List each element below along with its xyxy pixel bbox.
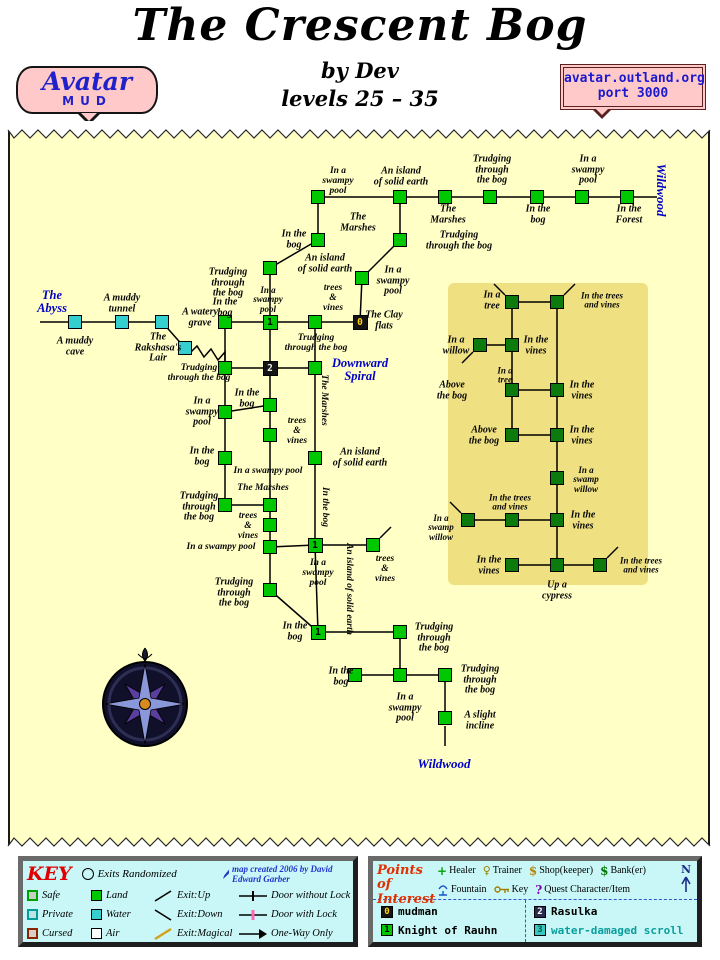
byline: by Dev [321, 58, 399, 83]
map-credit-text: map created 2006 by David Edward Garber [232, 863, 333, 884]
cursed-label: Cursed [42, 928, 73, 939]
door-with-lock-label: Door with Lock [271, 909, 337, 920]
server-host-text: avatar.outland.org [564, 71, 705, 86]
shopkeeper-label: Shop(keeper) [539, 865, 594, 876]
key-icon [493, 886, 509, 893]
exit-up-icon [154, 889, 172, 902]
trainer-label: Trainer [492, 865, 522, 876]
banker-label: Bank(er) [610, 865, 646, 876]
avatar-mud-badge: Avatar MUD [16, 66, 158, 125]
poi-number-3: 3 [534, 924, 546, 937]
key-poi-label: Key [511, 884, 529, 895]
key-legend-panel: KEY Exits Randomized map created 2006 by… [18, 856, 358, 947]
svg-text:N: N [681, 863, 691, 876]
compass-rose-icon [102, 647, 188, 747]
fountain-label: Fountain [451, 884, 487, 895]
exits-randomized-icon [81, 868, 94, 880]
mud-badge-text: MUD [62, 94, 112, 108]
exit-down-icon [154, 908, 172, 921]
quest-label: Quest Character/Item [544, 884, 631, 895]
healer-label: Healer [449, 865, 476, 876]
one-way-label: One-Way Only [271, 928, 333, 939]
avatar-badge-text: Avatar [41, 67, 133, 96]
levels-text: levels 25 – 35 [281, 86, 439, 111]
points-of-interest-panel: Points of Interest +Healer ♀Trainer $Sho… [368, 856, 702, 947]
north-indicator-icon: N [681, 863, 691, 892]
air-room-swatch [91, 928, 102, 939]
exit-down-label: Exit:Down [177, 909, 223, 920]
exits-randomized-label: Exits Randomized [97, 868, 177, 880]
exit-magical-icon [154, 927, 172, 940]
door-with-lock-icon [239, 909, 267, 920]
exit-up-label: Exit:Up [177, 890, 211, 901]
page-title: The Crescent Bog [132, 0, 588, 51]
trainer-icon: ♀ [482, 864, 491, 877]
private-room-swatch [27, 909, 38, 920]
door-without-lock-label: Door without Lock [271, 890, 351, 901]
safe-room-swatch [27, 890, 38, 901]
cursed-room-swatch [27, 928, 38, 939]
safe-label: Safe [42, 890, 61, 901]
land-label: Land [106, 890, 128, 901]
poi-number-0: 0 [381, 905, 393, 918]
water-room-swatch [91, 909, 102, 920]
land-room-swatch [91, 890, 102, 901]
shopkeeper-icon: $ [528, 863, 538, 878]
fountain-icon [438, 884, 448, 896]
exit-magical-label: Exit:Magical [177, 928, 233, 939]
quest-icon: ? [535, 882, 543, 897]
poi-number-2: 2 [534, 905, 546, 918]
banker-icon: $ [600, 863, 609, 878]
one-way-icon [239, 928, 267, 939]
door-without-lock-icon [239, 890, 267, 901]
private-label: Private [42, 909, 73, 920]
poi-number-1: 1 [381, 924, 393, 937]
server-address-badge: avatar.outland.org port 3000 [560, 64, 706, 119]
air-label: Air [106, 928, 120, 939]
tree-canopy-area [448, 283, 648, 585]
key-title: KEY [27, 863, 72, 885]
poi-title: Points of Interest [377, 863, 436, 907]
water-label: Water [106, 909, 131, 920]
server-port-text: port 3000 [597, 86, 669, 101]
healer-icon: + [437, 863, 448, 878]
pencil-icon [223, 869, 230, 879]
